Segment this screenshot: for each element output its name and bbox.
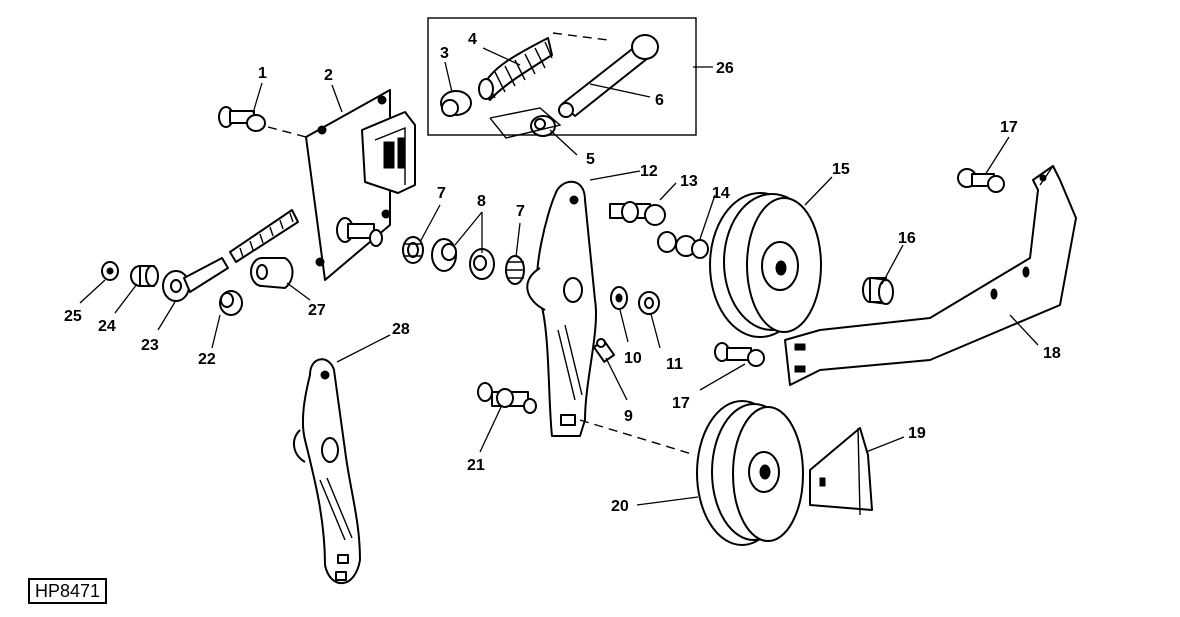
callout-5: 5 [586,151,595,168]
callout-9: 9 [624,408,633,425]
callout-7-left: 7 [437,185,446,202]
part-3-cap [440,90,472,117]
callout-12: 12 [640,163,658,180]
part-17-bolt-lower [714,342,765,367]
callout-1: 1 [258,65,267,82]
callout-25: 25 [64,308,82,325]
part-27-cap [250,257,294,289]
part-13-bolt [609,201,666,226]
part-8-spacers [431,238,495,280]
part-18-bracket [784,165,1077,386]
part-23-threaded-rod [162,209,299,302]
part-14-nuts [657,231,709,259]
callout-11: 11 [666,356,683,373]
callout-labels: 1 2 3 4 5 6 26 7 8 7 12 13 14 15 17 16 1… [64,31,1061,515]
part-7-bushing-left [402,236,424,264]
part-6-long-bolt [558,34,659,118]
part-7-bushing-right [505,255,525,285]
part-16-spacer [862,277,894,305]
part-17-bolt-upper [957,168,1005,193]
callout-22: 22 [198,351,216,368]
callout-17-lower: 17 [672,395,690,412]
part-11-nut [638,291,660,315]
callout-6: 6 [655,92,664,109]
callout-13: 13 [680,173,698,190]
part-20-lower-pulley [579,400,804,546]
part-21-bolt [477,382,537,414]
callout-3: 3 [440,45,449,62]
part-9-grease-fitting [592,338,616,363]
callout-7-right: 7 [516,203,525,220]
callout-18: 18 [1043,345,1061,362]
callout-26: 26 [716,60,734,77]
part-22-nut [219,290,243,316]
callout-27: 27 [308,302,326,319]
callout-21: 21 [467,457,485,474]
part-2-bracket-plate [305,89,416,281]
callout-15: 15 [832,161,850,178]
part-19-shield [809,427,873,516]
part-24-bushing [130,265,159,287]
callout-20: 20 [611,498,629,515]
callout-17-upper: 17 [1000,119,1018,136]
kit-box-26 [427,17,697,136]
callout-23: 23 [141,337,159,354]
callout-28: 28 [392,321,410,338]
part-15-upper-pulley [709,192,822,338]
callout-8: 8 [477,193,486,210]
leader-lines [79,47,1039,506]
part-12-idler-arm [526,180,597,437]
part-28-arm [293,358,361,585]
callout-24: 24 [98,318,116,335]
part-5-nut [489,107,562,139]
part-25-washer [101,261,119,281]
part-1-bolt [218,106,307,138]
callout-19: 19 [908,425,926,442]
callout-10: 10 [624,350,642,367]
callout-2: 2 [324,67,333,84]
figure-code-label: HP8471 [28,578,108,604]
part-10-washer [610,286,628,310]
callout-14: 14 [712,185,730,202]
callout-4: 4 [468,31,477,48]
callout-16: 16 [898,230,916,247]
part-4-spring [478,32,609,101]
